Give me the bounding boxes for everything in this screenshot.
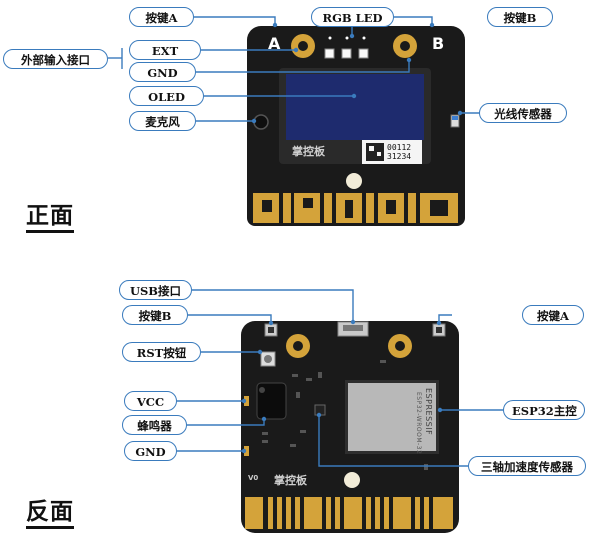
front-silk-a: A	[268, 34, 281, 53]
front-serial-top: 00112	[387, 143, 412, 152]
back-leader-lines	[177, 289, 503, 467]
callout-front-button-b: 按键B	[487, 7, 553, 27]
callout-back-button-a: 按键A	[522, 305, 584, 325]
callout-front-gnd: GND	[129, 62, 196, 82]
front-board	[247, 26, 465, 226]
callout-light-sensor: 光线传感器	[479, 103, 567, 123]
callout-back-button-b: 按键B	[122, 305, 188, 325]
back-board	[241, 321, 459, 533]
callout-external-interface: 外部输入接口	[3, 49, 108, 69]
back-silk-v: V0	[248, 474, 259, 482]
callout-microphone: 麦克风	[129, 111, 196, 131]
front-brand-logo: 掌控板	[292, 145, 325, 158]
front-serial-bottom: 31234	[387, 152, 412, 161]
front-leader-lines	[108, 16, 482, 122]
callout-usb: USB接口	[119, 280, 192, 300]
callout-rgb-led: RGB LED	[311, 7, 394, 27]
front-silk-b: B	[432, 34, 445, 53]
front-oled-screen	[286, 74, 424, 140]
callout-rst: RST按钮	[122, 342, 201, 362]
back-buzzer	[256, 382, 287, 420]
callout-accelerometer: 三轴加速度传感器	[468, 456, 586, 476]
front-heading: 正面	[26, 203, 74, 233]
back-module-model: ESP32-WROOM-32	[415, 392, 422, 455]
callout-ext: EXT	[129, 40, 201, 60]
front-light-sensor	[450, 114, 460, 128]
callout-back-gnd: GND	[124, 441, 177, 461]
front-microphone	[253, 114, 269, 130]
back-module-brand: ESPRESSIF	[424, 388, 433, 436]
back-brand-logo: 掌控板	[274, 474, 307, 487]
back-heading: 反面	[26, 499, 74, 529]
callout-vcc: VCC	[124, 391, 177, 411]
callout-esp32: ESP32主控	[503, 400, 585, 420]
callout-front-button-a: 按键A	[129, 7, 194, 27]
callout-buzzer: 蜂鸣器	[122, 415, 187, 435]
callout-oled: OLED	[129, 86, 204, 106]
